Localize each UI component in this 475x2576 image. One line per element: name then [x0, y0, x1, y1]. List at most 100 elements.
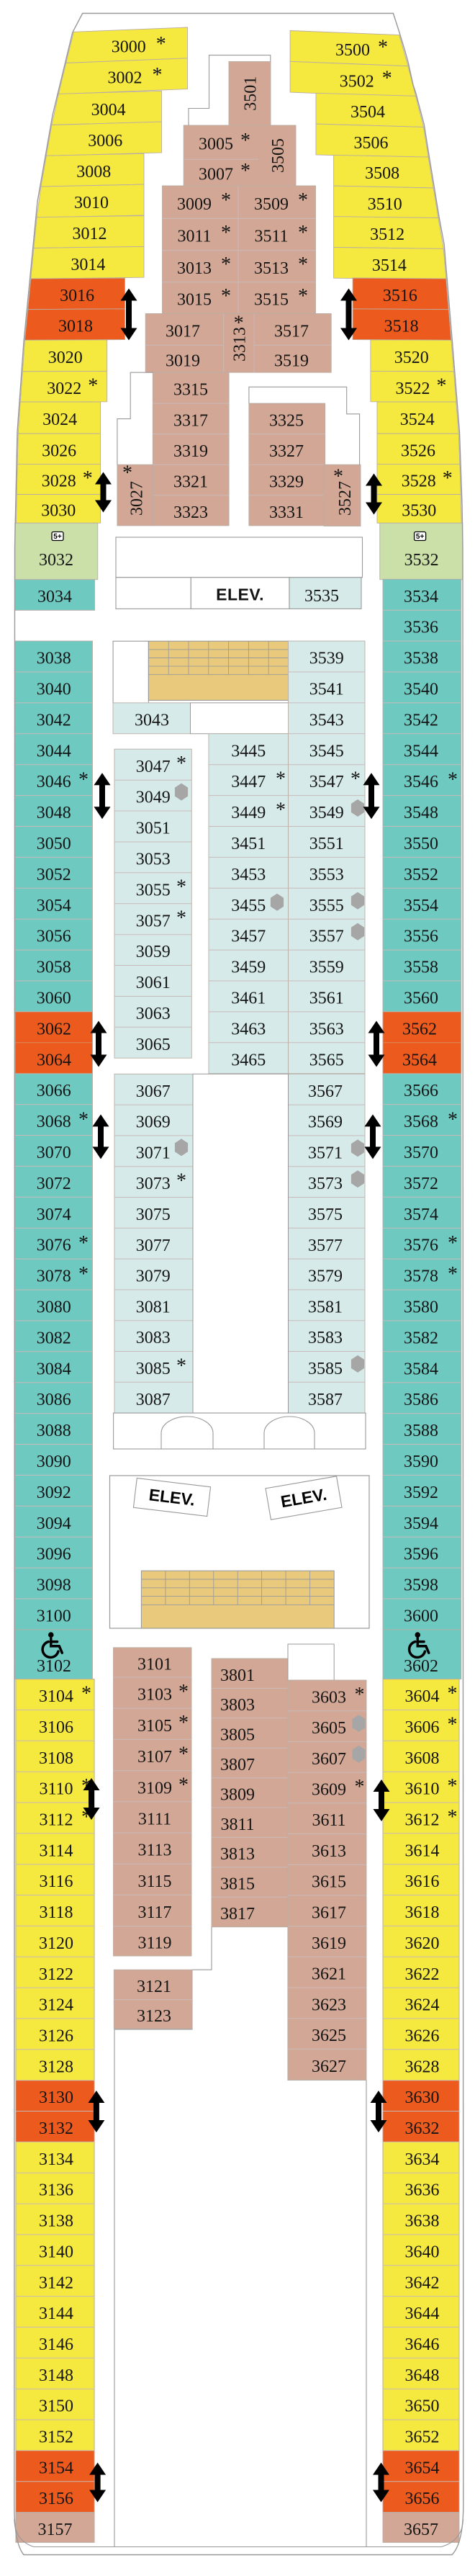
svg-text:3559: 3559 [309, 959, 344, 977]
svg-text:3811: 3811 [220, 1816, 254, 1834]
svg-text:*: * [298, 253, 308, 276]
svg-text:3315: 3315 [173, 381, 208, 400]
svg-text:3156: 3156 [39, 2490, 73, 2508]
svg-text:*: * [240, 130, 250, 152]
svg-text:3055: 3055 [136, 881, 171, 899]
svg-text:3578: 3578 [404, 1267, 438, 1286]
svg-text:3053: 3053 [136, 851, 171, 869]
svg-text:3628: 3628 [405, 2057, 440, 2076]
svg-text:3813: 3813 [220, 1845, 255, 1864]
svg-text:3072: 3072 [37, 1175, 71, 1193]
svg-text:3051: 3051 [136, 820, 171, 838]
svg-text:3515: 3515 [254, 291, 289, 310]
svg-text:3615: 3615 [312, 1873, 346, 1892]
svg-text:3327: 3327 [269, 442, 304, 461]
svg-text:3063: 3063 [136, 1005, 171, 1023]
svg-text:3148: 3148 [39, 2366, 73, 2385]
svg-text:3557: 3557 [309, 928, 344, 946]
svg-text:3555: 3555 [309, 897, 344, 915]
svg-text:3015: 3015 [177, 291, 212, 310]
svg-text:3461: 3461 [231, 989, 266, 1008]
svg-text:3644: 3644 [405, 2305, 440, 2323]
svg-text:3142: 3142 [39, 2274, 73, 2292]
svg-text:3590: 3590 [404, 1453, 438, 1471]
svg-text:*: * [78, 1263, 89, 1285]
svg-text:3105: 3105 [137, 1717, 172, 1736]
svg-text:3648: 3648 [405, 2366, 440, 2385]
svg-text:3608: 3608 [405, 1749, 440, 1768]
svg-text:*: * [176, 876, 186, 899]
svg-text:3510: 3510 [368, 195, 402, 214]
svg-text:3616: 3616 [405, 1872, 440, 1891]
svg-text:3625: 3625 [312, 2027, 346, 2045]
svg-text:3569: 3569 [308, 1113, 343, 1132]
svg-text:*: * [382, 68, 392, 90]
svg-text:3632: 3632 [405, 2119, 440, 2138]
svg-text:3126: 3126 [39, 2027, 73, 2046]
svg-text:3566: 3566 [404, 1082, 438, 1100]
svg-text:3132: 3132 [39, 2119, 73, 2138]
svg-text:3624: 3624 [405, 1996, 440, 2015]
svg-text:3598: 3598 [404, 1576, 438, 1595]
svg-text:3548: 3548 [404, 804, 438, 822]
svg-text:3509: 3509 [254, 195, 289, 214]
svg-text:3044: 3044 [37, 742, 71, 760]
svg-text:*: * [178, 1743, 189, 1765]
svg-text:3062: 3062 [37, 1020, 71, 1038]
svg-text:3650: 3650 [405, 2397, 440, 2416]
svg-text:3500: 3500 [335, 41, 370, 60]
svg-text:3085: 3085 [136, 1360, 171, 1378]
svg-text:3079: 3079 [136, 1267, 171, 1286]
svg-text:3640: 3640 [405, 2243, 440, 2261]
svg-text:3584: 3584 [404, 1360, 438, 1378]
svg-text:3096: 3096 [37, 1545, 71, 1564]
svg-text:3552: 3552 [404, 866, 438, 884]
svg-text:3502: 3502 [340, 72, 374, 91]
svg-text:3642: 3642 [405, 2274, 440, 2292]
svg-text:3809: 3809 [220, 1785, 255, 1804]
svg-text:3518: 3518 [384, 318, 419, 336]
svg-text:3538: 3538 [404, 650, 438, 668]
svg-text:3445: 3445 [231, 742, 266, 760]
svg-text:3012: 3012 [73, 225, 107, 243]
svg-text:3080: 3080 [37, 1298, 71, 1317]
svg-text:3638: 3638 [405, 2212, 440, 2231]
svg-text:3815: 3815 [220, 1875, 255, 1894]
svg-text:*: * [298, 222, 308, 244]
svg-text:3323: 3323 [173, 503, 208, 522]
svg-text:3527: 3527 [336, 481, 355, 516]
svg-text:3064: 3064 [37, 1051, 71, 1069]
svg-text:3017: 3017 [166, 323, 200, 341]
svg-text:3556: 3556 [404, 928, 438, 946]
svg-text:3580: 3580 [404, 1298, 438, 1317]
svg-text:3817: 3817 [220, 1905, 255, 1924]
svg-text:3124: 3124 [39, 1996, 73, 2015]
svg-text:3514: 3514 [372, 256, 407, 275]
svg-text:3101: 3101 [137, 1655, 172, 1674]
svg-text:3043: 3043 [135, 711, 169, 730]
svg-text:*: * [156, 33, 166, 55]
svg-text:3534: 3534 [404, 588, 438, 606]
svg-text:3550: 3550 [404, 835, 438, 853]
svg-text:*: * [448, 1713, 458, 1736]
svg-text:*: * [378, 37, 388, 59]
svg-text:*: * [221, 253, 231, 276]
svg-text:*: * [276, 768, 286, 791]
svg-text:3522: 3522 [396, 380, 430, 398]
svg-text:3583: 3583 [308, 1329, 343, 1347]
svg-text:3007: 3007 [199, 166, 233, 184]
svg-text:3027: 3027 [128, 481, 147, 516]
svg-text:3115: 3115 [137, 1872, 171, 1891]
svg-text:*: * [448, 1683, 458, 1705]
svg-text:3451: 3451 [231, 835, 266, 853]
svg-text:3098: 3098 [37, 1576, 71, 1595]
svg-text:*: * [355, 1684, 365, 1706]
svg-text:3617: 3617 [312, 1903, 346, 1922]
svg-text:3588: 3588 [404, 1422, 438, 1440]
svg-text:*: * [83, 467, 93, 490]
svg-text:3317: 3317 [173, 411, 208, 430]
svg-text:3116: 3116 [39, 1872, 73, 1891]
svg-text:3112: 3112 [39, 1811, 73, 1830]
svg-text:*: * [78, 769, 89, 791]
svg-text:3100: 3100 [37, 1607, 71, 1626]
